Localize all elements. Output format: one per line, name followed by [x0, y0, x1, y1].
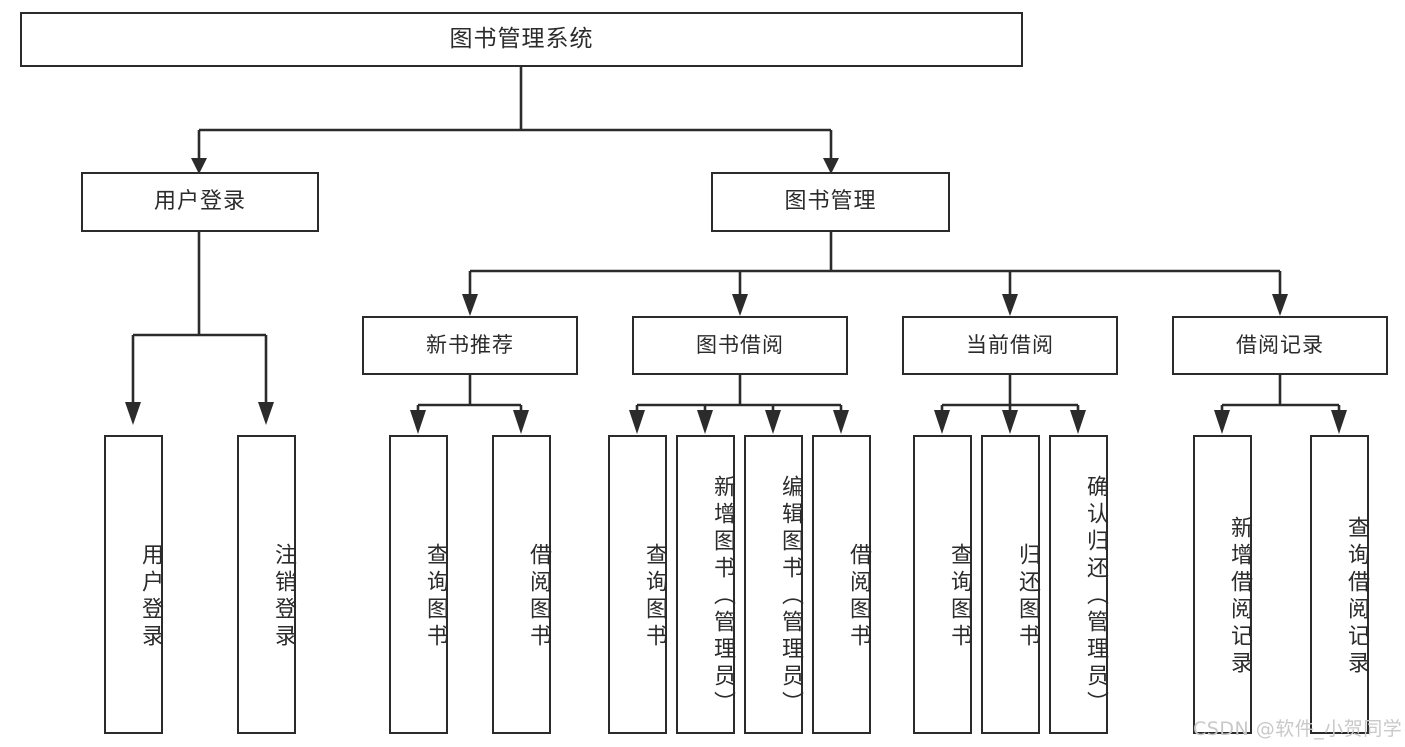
leaf-current-borrow-confirm-return-admin[interactable]: 确认归还（管理员）: [1049, 435, 1108, 734]
leaf-book-borrow-add-book-admin[interactable]: 新增图书（管理员）: [676, 435, 735, 734]
arrow-borrow-record-c2: [1331, 410, 1347, 434]
leaf-user-login-login[interactable]: 用户登录: [104, 435, 163, 734]
arrow-root-to-book-manage: [823, 158, 839, 174]
leaf-book-borrow-query-book[interactable]: 查询图书: [608, 435, 667, 734]
arrow-book-borrow-c3: [765, 410, 781, 434]
arrow-book-manage-c4: [1272, 294, 1288, 316]
leaf-new-book-query-book[interactable]: 查询图书: [389, 435, 448, 734]
arrow-borrow-record-c1: [1214, 410, 1230, 434]
leaf-user-login-logout[interactable]: 注销登录: [237, 435, 296, 734]
node-root-book-management-system[interactable]: 图书管理系统: [20, 12, 1023, 67]
node-borrow-record[interactable]: 借阅记录: [1172, 316, 1388, 375]
arrow-book-manage-c3: [1002, 294, 1018, 316]
node-book-management[interactable]: 图书管理: [711, 172, 950, 232]
leaf-book-borrow-borrow-book[interactable]: 借阅图书: [812, 435, 871, 734]
leaf-borrow-record-query-record[interactable]: 查询借阅记录: [1310, 435, 1369, 734]
arrow-current-borrow-c2: [1002, 410, 1018, 434]
leaf-current-borrow-query-book[interactable]: 查询图书: [913, 435, 972, 734]
arrow-current-borrow-c1: [934, 410, 950, 434]
leaf-current-borrow-return-book[interactable]: 归还图书: [981, 435, 1040, 734]
node-current-borrow[interactable]: 当前借阅: [902, 316, 1118, 375]
arrow-book-borrow-c4: [833, 410, 849, 434]
arrow-book-borrow-c1: [629, 410, 645, 434]
arrow-user-login-c1: [125, 402, 141, 425]
arrow-new-book-c2: [513, 410, 529, 434]
arrow-book-manage-c1: [462, 294, 478, 316]
arrow-user-login-c2: [258, 402, 274, 425]
arrow-root-to-user-login: [191, 158, 207, 174]
node-new-book-recommend[interactable]: 新书推荐: [362, 316, 578, 375]
leaf-book-borrow-edit-book-admin[interactable]: 编辑图书（管理员）: [744, 435, 803, 734]
leaf-new-book-borrow-book[interactable]: 借阅图书: [492, 435, 551, 734]
arrow-current-borrow-c3: [1070, 410, 1086, 434]
arrow-book-borrow-c2: [697, 410, 713, 434]
arrow-new-book-c1: [410, 410, 426, 434]
arrow-book-manage-c2: [732, 294, 748, 316]
leaf-borrow-record-add-record[interactable]: 新增借阅记录: [1193, 435, 1252, 734]
node-book-borrow[interactable]: 图书借阅: [632, 316, 848, 375]
node-user-login[interactable]: 用户登录: [81, 172, 319, 232]
